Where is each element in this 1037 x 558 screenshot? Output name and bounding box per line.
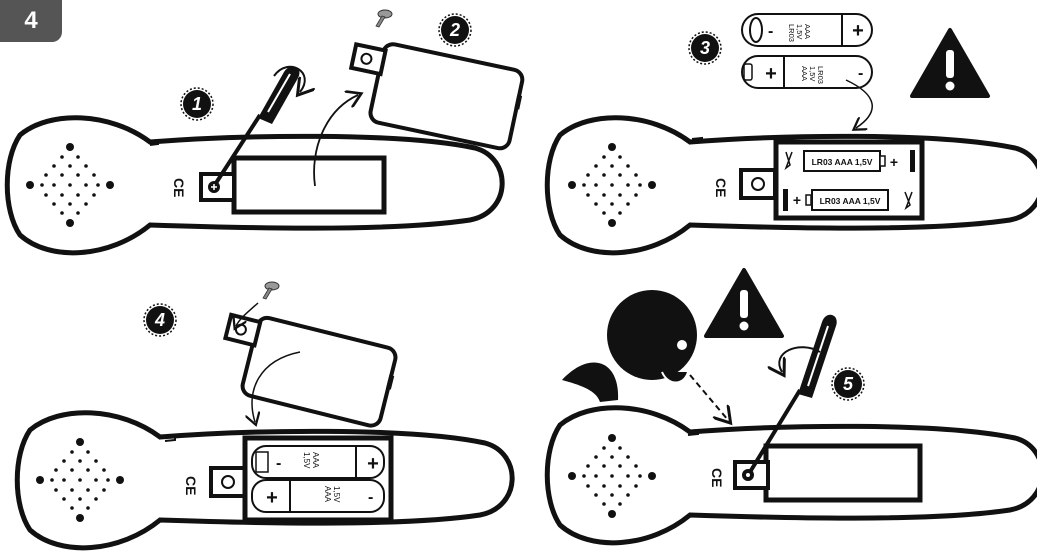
battery-icon: + - AAA 1,5V: [251, 479, 385, 513]
warning-triangle-icon: [910, 28, 990, 98]
battery-icon: - + AAA 1,5V LR03: [741, 13, 873, 47]
svg-text:1,5V: 1,5V: [808, 66, 817, 81]
svg-text:1: 1: [192, 94, 202, 114]
panel-step-3: CE LR03 AAA 1,5V + + LR03 AAA 1,5V -: [547, 13, 1037, 253]
step-badge-1: 1: [180, 87, 214, 121]
step-badge-5: 5: [831, 367, 865, 401]
warning-triangle-icon: [704, 268, 784, 338]
screwdriver-icon: [748, 314, 837, 474]
page-number: 4: [24, 7, 38, 34]
battery-icon: - + AAA 1,5V: [251, 445, 385, 479]
step-badge-3: 3: [688, 31, 722, 65]
svg-text:LR03: LR03: [787, 24, 796, 42]
svg-text:-: -: [368, 489, 373, 506]
svg-text:AAA: AAA: [323, 486, 332, 503]
lift-arrow: [313, 95, 358, 187]
battery-icon: + - AAA 1,5V LR03: [741, 55, 873, 89]
svg-text:-: -: [768, 23, 773, 40]
screw-icon: [262, 281, 280, 300]
battery-compartment: [231, 155, 387, 215]
svg-text:+: +: [266, 487, 278, 509]
step-badge-2: 2: [438, 13, 472, 47]
warning-arrow: [689, 374, 728, 420]
svg-text:3: 3: [700, 38, 710, 58]
battery-cover: [348, 41, 525, 151]
svg-text:-: -: [858, 65, 863, 82]
svg-text:4: 4: [154, 310, 165, 330]
svg-text:+: +: [793, 192, 801, 208]
screw-tab: [739, 168, 777, 200]
battery-compartment: [763, 443, 923, 503]
svg-text:1,5V: 1,5V: [332, 486, 341, 503]
battery-label: LR03 AAA 1,5V: [820, 196, 881, 206]
ce-mark: CE: [713, 178, 729, 197]
screw-arrow: [236, 302, 259, 326]
svg-text:5: 5: [843, 374, 854, 394]
svg-text:+: +: [852, 20, 864, 42]
insert-arrow: [845, 79, 873, 128]
svg-text:+: +: [890, 154, 898, 170]
svg-text:2: 2: [449, 20, 460, 40]
panel-step-1-2: CE 1 2: [7, 9, 525, 253]
child-head-icon: [562, 290, 697, 402]
svg-text:AAA: AAA: [803, 24, 812, 39]
svg-text:1,5V: 1,5V: [795, 24, 804, 39]
step-badge-4: 4: [143, 303, 177, 337]
screwdriver-icon: [214, 65, 305, 185]
svg-text:AAA: AAA: [800, 66, 809, 81]
page-number-badge: 4: [0, 0, 62, 42]
panel-step-4: CE - + AAA 1,5V + - AAA 1,5V: [17, 281, 512, 548]
battery-icon: LR03 AAA 1,5V +: [784, 150, 915, 172]
battery-cover: [222, 312, 398, 428]
screw-tab: [209, 466, 247, 498]
panel-step-5: CE 5: [547, 268, 1037, 543]
screw-icon: [375, 9, 393, 28]
svg-text:-: -: [276, 455, 281, 472]
battery-icon: + LR03 AAA 1,5V: [783, 189, 913, 211]
svg-text:+: +: [765, 63, 777, 85]
svg-text:AAA: AAA: [311, 452, 320, 469]
ce-mark: CE: [171, 178, 187, 197]
close-arrow: [252, 351, 301, 422]
svg-text:1,5V: 1,5V: [302, 452, 311, 469]
battery-label: LR03 AAA 1,5V: [812, 157, 873, 167]
svg-text:LR03: LR03: [816, 66, 825, 84]
svg-text:+: +: [367, 453, 379, 475]
ce-mark: CE: [183, 476, 199, 495]
ce-mark: CE: [709, 468, 725, 487]
